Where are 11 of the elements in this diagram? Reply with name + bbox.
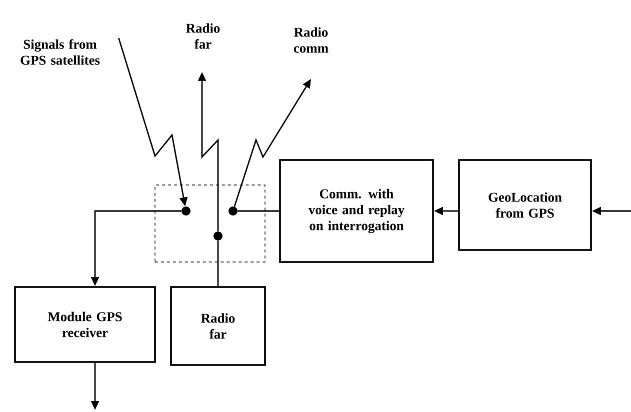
signal-label: Radio comm (294, 27, 328, 53)
process-box: Radio far (170, 286, 266, 366)
junction-dot (228, 206, 238, 216)
signal-label: Radio far (186, 23, 220, 49)
signal-label: Signals from GPS satellites (20, 39, 100, 65)
process-box: Comm. with voice and replay on interrogation (279, 159, 434, 263)
dashed-switch-box (154, 184, 266, 262)
junction-dot (214, 232, 222, 240)
process-box: Module GPS receiver (14, 286, 156, 363)
junction-dot (182, 206, 190, 216)
process-box: GeoLocation from GPS (458, 159, 592, 251)
